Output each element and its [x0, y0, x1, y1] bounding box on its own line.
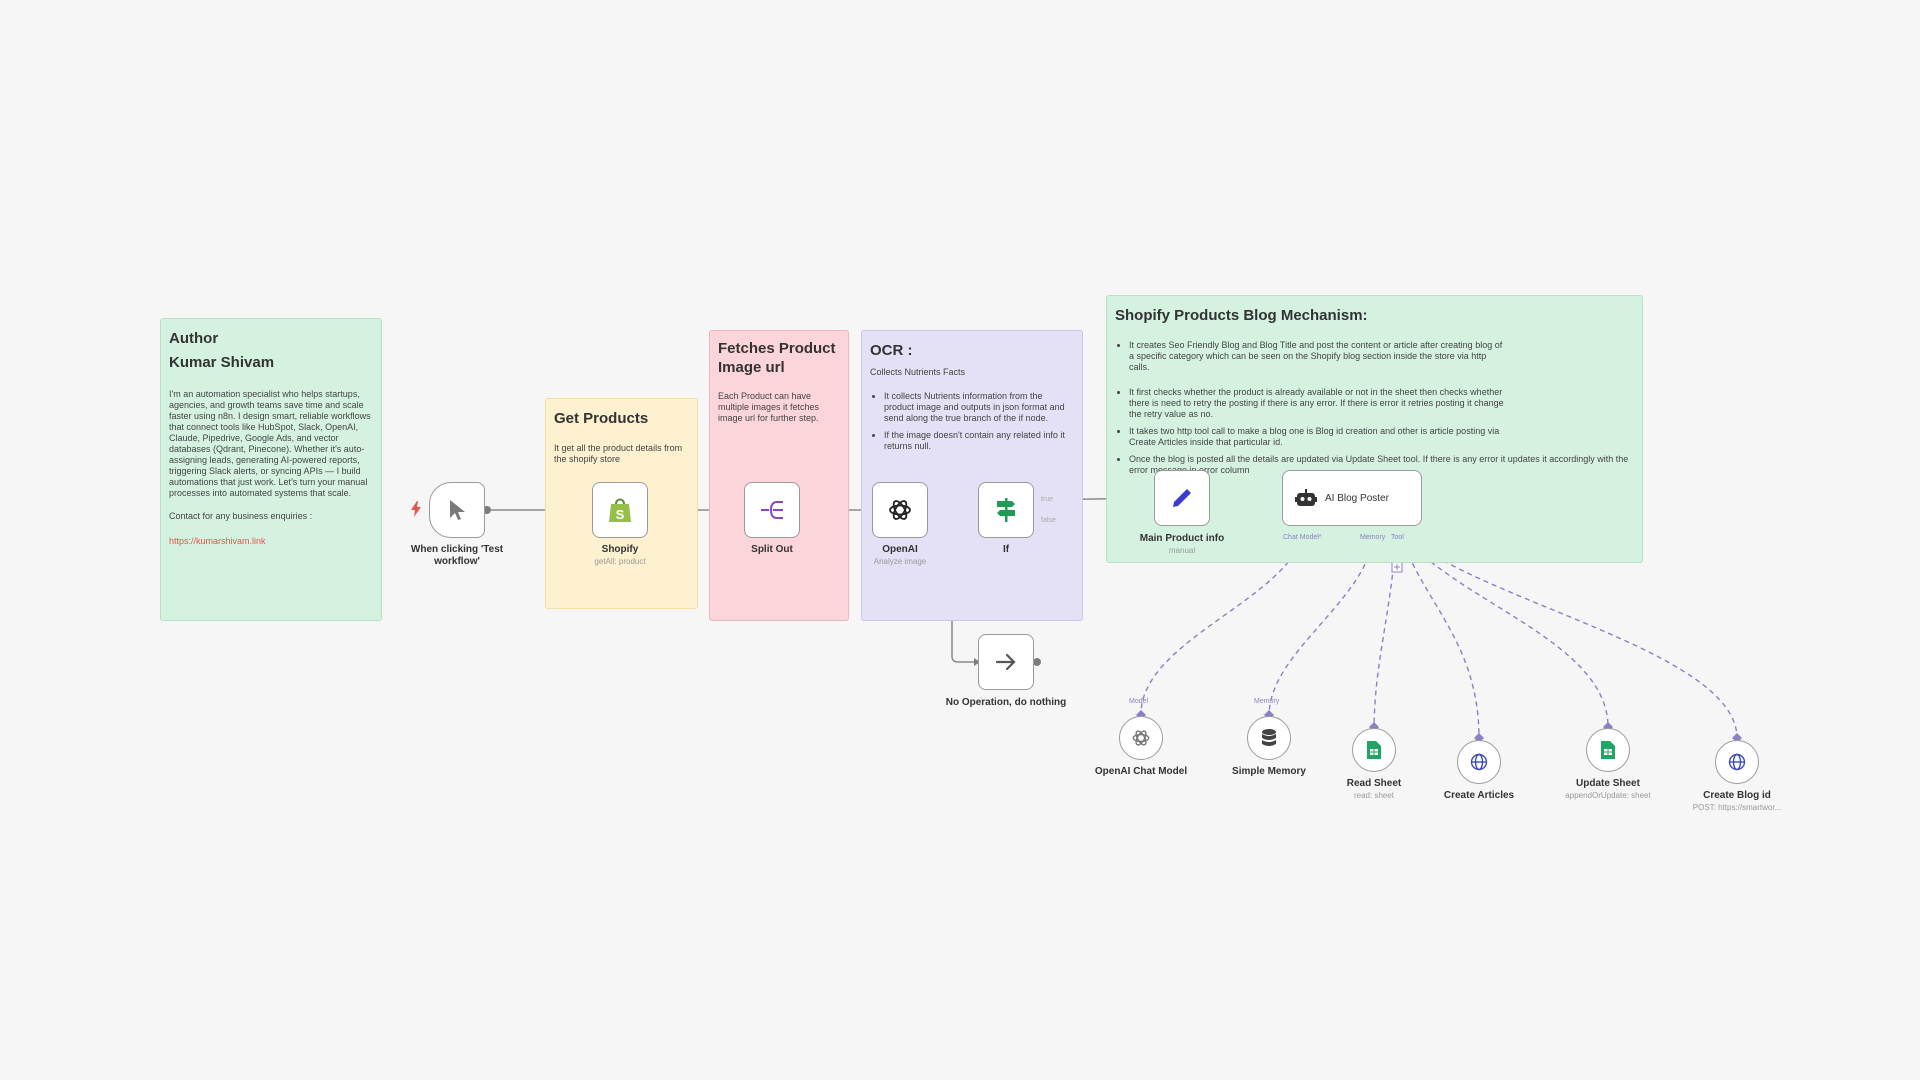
simple-memory-label: Simple Memory — [1232, 766, 1306, 777]
main-product-info-label: Main Product info — [1139, 533, 1225, 544]
shopify-label: Shopify — [601, 544, 639, 555]
ocr-bullet: It collects Nutrients information from t… — [884, 391, 1074, 424]
arrow-right-icon — [995, 653, 1016, 671]
chat-model-port-label: Model — [1129, 698, 1149, 705]
shopify-bag-icon: S — [609, 498, 631, 522]
conn-createarticles — [1398, 529, 1480, 739]
signpost-icon — [997, 498, 1015, 522]
read-sheet-node[interactable] — [1352, 728, 1396, 772]
update-sheet-label: Update Sheet — [1576, 778, 1640, 789]
agent-port-memory: Memory — [1360, 534, 1386, 541]
if-label: If — [1002, 544, 1010, 555]
create-articles-label: Create Articles — [1443, 790, 1515, 801]
pencil-icon — [1173, 489, 1191, 507]
split-icon — [761, 501, 783, 519]
ocr-title: OCR : — [870, 342, 913, 359]
globe-icon — [1470, 753, 1488, 771]
update-sheet-sub: appendOrUpdate: sheet — [1565, 791, 1651, 800]
if-true-label: true — [1041, 496, 1054, 503]
split-out-label: Split Out — [751, 544, 793, 555]
fetch-image-body: Each Product can have multiple images it… — [718, 391, 820, 423]
shopify-node[interactable]: S — [592, 482, 648, 538]
ocr-subtitle: Collects Nutrients Facts — [870, 367, 966, 377]
openai-icon — [1132, 730, 1150, 746]
author-title: Author — [169, 330, 219, 347]
read-sheet-sub: read: sheet — [1353, 791, 1395, 800]
split-out-node[interactable] — [744, 482, 800, 538]
ocr-bullet: If the image doesn't contain any related… — [884, 430, 1074, 452]
author-bio: I'm an automation specialist who helps s… — [169, 389, 371, 498]
fetch-image-title: Fetches Product Image url — [718, 340, 836, 376]
memory-port-label: Memory — [1254, 698, 1280, 705]
agent-port-tool: Tool — [1391, 534, 1404, 541]
ocr-bullets: It collects Nutrients information from t… — [870, 391, 1074, 452]
main-product-info-node[interactable] — [1154, 470, 1210, 526]
if-false-label: false — [1041, 517, 1056, 524]
blog-bullet: It first checks whether the product is a… — [1129, 387, 1509, 420]
create-blog-id-sub: POST: https://smartwor... — [1692, 803, 1782, 812]
blog-bullet: It creates Seo Friendly Blog and Blog Ti… — [1129, 340, 1509, 373]
author-contact: Contact for any business enquiries : — [169, 511, 313, 521]
get-products-title: Get Products — [554, 410, 649, 427]
openai-chat-model-node[interactable] — [1119, 716, 1163, 760]
author-note: Author Kumar Shivam I'm an automation sp… — [160, 318, 382, 621]
get-products-body: It get all the product details from the … — [554, 443, 683, 464]
simple-memory-node[interactable] — [1247, 716, 1291, 760]
blog-bullet: It takes two http tool call to make a bl… — [1129, 426, 1509, 448]
conn-memory — [1268, 529, 1376, 716]
sheet-icon — [1601, 741, 1615, 759]
shopify-sub: getAll: product — [594, 557, 646, 566]
author-link[interactable]: https://kumarshivam.link — [169, 536, 266, 546]
create-blog-id-label: Create Blog id — [1703, 790, 1771, 801]
svg-text:S: S — [616, 507, 625, 522]
ai-blog-poster-node[interactable]: AI Blog Poster — [1282, 470, 1422, 526]
ocr-note: OCR : Collects Nutrients Facts It collec… — [861, 330, 1083, 621]
trigger-node[interactable] — [429, 482, 485, 538]
robot-icon — [1295, 489, 1317, 506]
if-node[interactable] — [978, 482, 1034, 538]
trigger-label: When clicking 'Test workflow' — [410, 544, 504, 567]
agent-port-chat: Chat Model* — [1283, 534, 1322, 541]
main-product-info-sub: manual — [1168, 546, 1196, 555]
create-articles-node[interactable] — [1457, 740, 1501, 784]
database-icon — [1262, 729, 1276, 746]
openai-node[interactable] — [872, 482, 928, 538]
read-sheet-label: Read Sheet — [1346, 778, 1402, 789]
sheet-icon — [1367, 741, 1381, 759]
create-blog-id-node[interactable] — [1715, 740, 1759, 784]
bolt-icon — [411, 501, 421, 517]
blog-bullets: It creates Seo Friendly Blog and Blog Ti… — [1115, 340, 1628, 476]
author-name: Kumar Shivam — [169, 354, 275, 371]
globe-icon — [1728, 753, 1746, 771]
noop-node[interactable] — [978, 634, 1034, 690]
update-sheet-node[interactable] — [1586, 728, 1630, 772]
ai-blog-poster-label: AI Blog Poster — [1325, 492, 1389, 504]
noop-label: No Operation, do nothing — [945, 697, 1067, 708]
openai-label: OpenAI — [882, 544, 918, 555]
openai-chat-model-label: OpenAI Chat Model — [1094, 766, 1188, 777]
fetch-image-note: Fetches Product Image url Each Product c… — [709, 330, 849, 621]
openai-icon — [889, 500, 911, 520]
cursor-icon — [450, 500, 465, 520]
openai-sub: Analyze image — [873, 557, 927, 566]
blog-title: Shopify Products Blog Mechanism: — [1115, 307, 1368, 324]
